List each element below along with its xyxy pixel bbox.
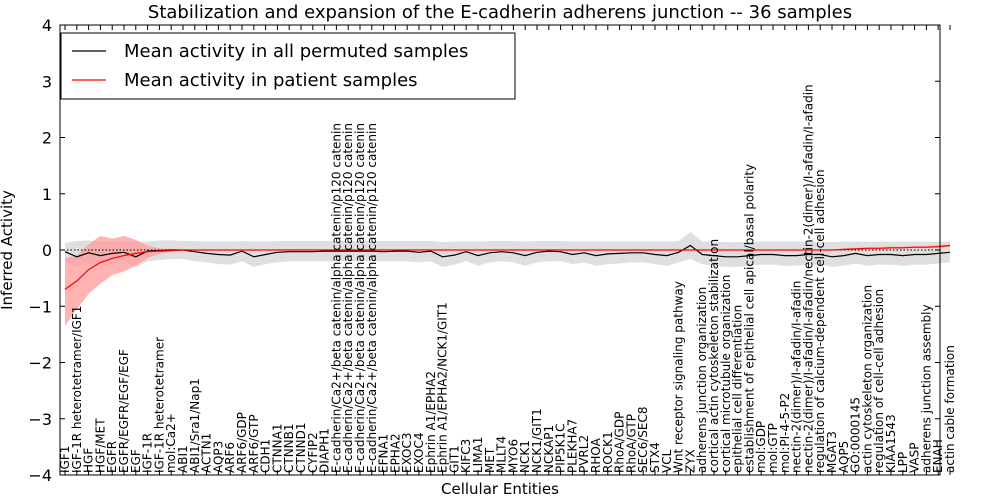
x-tick-label: NCKAP1 (542, 425, 556, 473)
legend: Mean activity in all permuted samples Me… (60, 32, 516, 100)
x-tick-label: IGF-1R heterotetramer (152, 337, 166, 473)
x-tick-label: SEC6/SEC8 (636, 407, 650, 473)
x-tick-label: ROCK1 (601, 431, 615, 473)
x-tick-label: EFNA1 (377, 434, 391, 473)
x-tick-label: IGF1 (58, 446, 72, 473)
x-tick-label: PLEKHA7 (565, 419, 579, 473)
x-tick-label: ENAH (931, 439, 945, 473)
x-tick-label: nectin-2(dimer)/I-afadin/I-afadin/nectin… (801, 84, 815, 473)
x-tick-label: CYFIP2 (306, 432, 320, 473)
x-tick-label: ABI1/Sra1/Nap1 (188, 378, 202, 473)
x-tick-label: PVRL2 (577, 435, 591, 473)
series-line-patient (64, 244, 951, 290)
y-tick-label: −3 (28, 410, 52, 429)
x-tick-label: Ephrin A1/EPHA2 (424, 371, 438, 473)
x-tick-label: RHOA (589, 437, 603, 473)
x-tick-label: cortical actin cytoskeleton stabilizatio… (707, 239, 721, 473)
x-tick-label: epithelial cell differentiation (731, 305, 745, 473)
x-tick-label: AQP5 (837, 441, 851, 473)
x-tick-label: KIAA1543 (884, 414, 898, 473)
x-tick-label: ARF6/GTP (247, 414, 261, 473)
x-tick-label: IGF-1R heterotetramer/IGF1 (70, 306, 84, 473)
x-tick-label: adherens junction organization (695, 287, 709, 473)
x-tick-label: mol:PI-4-5-P2 (778, 393, 792, 473)
x-tick-label: cortical microtubule organization (719, 275, 733, 473)
x-tick-label: ACTN1 (200, 433, 214, 473)
x-tick-label: ARF6/GDP (235, 412, 249, 473)
x-tick-label: ABI1 (176, 445, 190, 473)
y-tick-label: −1 (28, 297, 52, 316)
y-tick-label: 0 (42, 241, 52, 260)
x-tick-label: actin cable formation (943, 345, 957, 473)
x-tick-label: MET (483, 447, 497, 473)
x-tick-label: ZYX (683, 449, 697, 473)
x-tick-label: LPP (896, 452, 910, 473)
x-tick-label: regulation of calcium-dependent cell-cel… (813, 169, 827, 473)
x-tick-label: adherens junction assembly (919, 304, 933, 473)
x-tick-label: MLLT4 (495, 436, 509, 473)
x-tick-label: HGF/MET (93, 418, 107, 473)
y-tick-label: −4 (28, 466, 52, 485)
x-tick-label: nectin-2(dimer)/I-afadin/I-afadin (790, 281, 804, 473)
x-tick-label: AQP3 (211, 441, 225, 473)
x-tick-label: VCL (660, 449, 674, 473)
x-tick-label: GIT1 (447, 445, 461, 473)
x-tick-label: EXOC3 (400, 433, 414, 474)
y-tick-label: −2 (28, 354, 52, 373)
x-tick-label: EGFR/EGFR/EGF/EGF (117, 349, 131, 473)
x-axis-label: Cellular Entities (441, 480, 559, 498)
legend-label-patient: Mean activity in patient samples (124, 70, 418, 91)
x-tick-label: RhoA/GTP (624, 414, 638, 473)
x-tick-label: HGF (82, 448, 96, 473)
x-tick-label: MYO6 (506, 439, 520, 473)
x-tick-label: KIFC3 (459, 439, 473, 473)
x-tick-label: mol:Ca2+ (164, 413, 178, 473)
x-tick-label: EXOC4 (412, 433, 426, 474)
x-tick-label: E-cadherin/Ca2+/beta catenin/alpha caten… (365, 123, 379, 473)
x-tick-label: NCK1/GIT1 (530, 408, 544, 473)
x-tick-label: CTNNA1 (270, 423, 284, 473)
x-tick-label: ARF6 (223, 442, 237, 473)
x-tick-label: STX4 (648, 442, 662, 473)
x-tick-label: EGFR (105, 441, 119, 473)
x-tick-label: EGF (129, 449, 143, 473)
x-tick-label: GO:0000145 (849, 397, 863, 473)
x-tick-label: Ephrin A1/EPHA2/NCK1/GIT1 (436, 302, 450, 473)
x-tick-label: E-cadherin/Ca2+/beta catenin/alpha caten… (353, 123, 367, 473)
y-axis-label: Inferred Activity (0, 190, 16, 310)
x-tick-label: actin cytoskeleton organization (860, 285, 874, 473)
legend-frame (60, 32, 516, 100)
x-tick-label: CTNNB1 (282, 423, 296, 473)
series-line-permuted (64, 244, 951, 258)
x-tick-label: RhoA/GDP (613, 412, 627, 473)
x-tick-label: EPHA2 (388, 433, 402, 473)
y-tick-label: 1 (42, 185, 52, 204)
x-tick-label: LIMA1 (471, 437, 485, 473)
x-tick-label: CTNND1 (294, 422, 308, 473)
x-tick-label: IGF-1R (141, 433, 155, 473)
y-tick-label: 4 (42, 16, 52, 35)
x-tick-label: mol:GDP (754, 421, 768, 473)
x-tick-label: establishment of epithelial cell apical/… (742, 164, 756, 473)
x-tick-label: PIP5K1C (554, 423, 568, 473)
x-tick-label: E-cadherin/Ca2+/beta catenin/alpha caten… (329, 123, 343, 473)
x-tick-label: VASP (908, 442, 922, 473)
y-axis: −4 −3 −2 −1 0 1 2 3 4 (28, 16, 940, 485)
x-tick-label: NCK1 (518, 440, 532, 473)
x-tick-label: MGAT3 (825, 431, 839, 473)
y-tick-label: 2 (42, 129, 52, 148)
x-tick-label: CDH1 (259, 439, 273, 473)
y-tick-label: 3 (42, 72, 52, 91)
x-tick-label: E-cadherin/Ca2+/beta catenin/alpha caten… (341, 123, 355, 473)
x-tick-label: regulation of cell-cell adhesion (872, 289, 886, 473)
x-tick-label: mol:GTP (766, 423, 780, 473)
x-tick-label: Wnt receptor signaling pathway (672, 281, 686, 473)
chart-title: Stabilization and expansion of the E-cad… (148, 2, 852, 23)
plot-area (60, 232, 951, 326)
legend-label-permuted: Mean activity in all permuted samples (124, 41, 468, 62)
x-tick-label: DIAPH1 (318, 428, 332, 473)
